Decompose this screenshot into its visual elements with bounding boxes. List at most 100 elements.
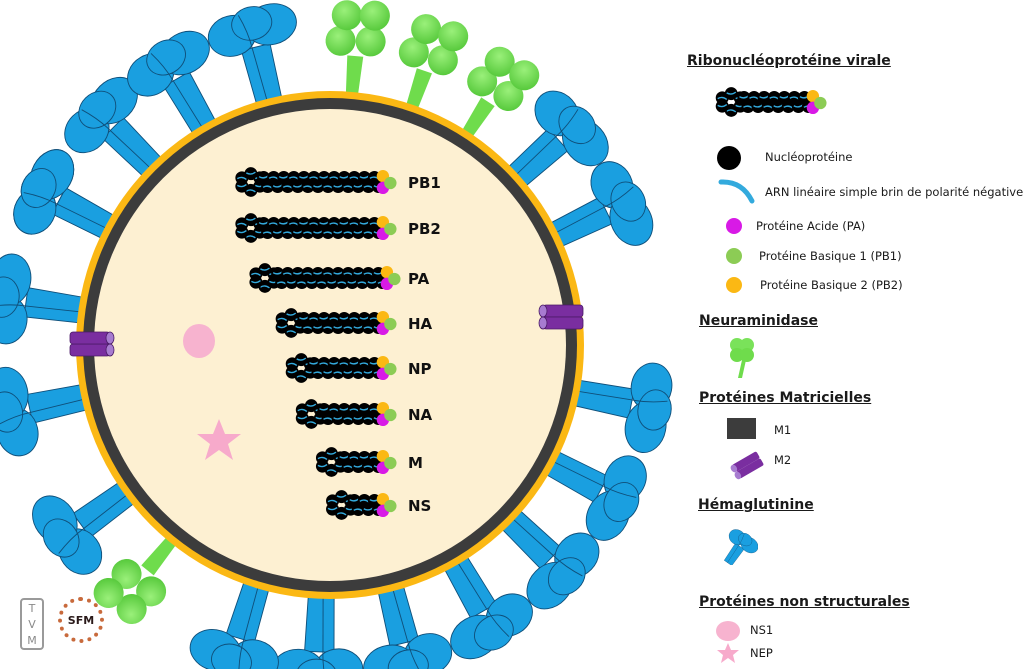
hemagglutinin-spike (566, 348, 680, 457)
rna-strand (717, 96, 728, 100)
rnp-segment (315, 447, 397, 477)
segment-label-ns: NS (408, 497, 431, 515)
rna-strand (245, 235, 256, 239)
segment-label-np: NP (408, 360, 432, 378)
nucleoprotein-bead (787, 90, 801, 104)
rna-strand (287, 362, 298, 366)
nucleoprotein-bead (747, 90, 761, 104)
nep-protein (197, 419, 241, 460)
nucleoprotein-bead (715, 99, 729, 113)
rna-strand (277, 325, 288, 329)
rna-strand (789, 96, 800, 100)
nucleoprotein-bead (724, 103, 738, 117)
rna-strand (306, 403, 317, 407)
legend-label-m1: M1 (774, 423, 792, 437)
legend-label-rna: ARN linéaire simple brin de polarité nég… (765, 185, 1024, 199)
rnp-legend-icon (715, 87, 827, 117)
rna-strand (803, 105, 814, 109)
legend-label-pa: Protéine Acide (PA) (756, 219, 866, 233)
rnp-segment (295, 399, 397, 429)
pa-icon (726, 218, 742, 234)
pb1-subunit (384, 408, 397, 422)
rna-strand (726, 109, 737, 113)
rna-strand (297, 408, 308, 412)
sfm-logo: SFM (58, 597, 104, 643)
rnp-segment (249, 263, 401, 293)
ns1-protein (183, 324, 215, 358)
nucleoprotein-icon (717, 146, 741, 170)
rna-strand (287, 370, 298, 374)
rna-strand (753, 104, 764, 108)
rnp-segment (275, 308, 397, 338)
nucleoprotein-bead (733, 99, 747, 113)
rna-strand (245, 217, 256, 221)
pa-subunit (806, 101, 820, 115)
rna-strand (763, 105, 774, 109)
pb1-subunit (384, 176, 397, 190)
m2-icon (730, 451, 764, 480)
rna-strand (749, 96, 760, 100)
rna-strand (759, 95, 770, 99)
nucleoprotein-bead (761, 100, 775, 114)
pb1-subunit (384, 362, 397, 376)
rna-strand (260, 285, 270, 289)
nucleoprotein-bead (724, 87, 738, 101)
rna-strand (717, 104, 728, 108)
nucleoprotein-bead (757, 90, 771, 104)
rnp-segment (235, 213, 397, 243)
rna-strand (743, 105, 753, 109)
rna-strand (297, 416, 308, 420)
pb1-subunit (388, 272, 401, 286)
rna-strand (735, 104, 746, 108)
nucleoprotein-bead (751, 100, 765, 114)
rna-strand (769, 96, 780, 100)
legend-label-nucleoprotein: Nucléoprotéine (765, 150, 853, 164)
rna-strand (317, 464, 328, 468)
rna-strand (735, 96, 746, 100)
rna-strand (327, 499, 338, 503)
rna-icon (718, 179, 755, 204)
nep-icon (717, 643, 739, 663)
rna-strand (296, 357, 307, 361)
legend-heading-nonstructural: Protéines non structurales (699, 594, 910, 610)
m1-icon (727, 418, 756, 439)
tvm-logo-letter: T (28, 601, 36, 615)
legend-label-ns1: NS1 (750, 623, 774, 637)
pb1-subunit (384, 499, 397, 513)
pb1-subunit (814, 96, 827, 110)
ns1-icon (716, 621, 740, 641)
rna-strand (260, 267, 270, 271)
segment-label-ha: HA (408, 315, 433, 333)
nucleoprotein-bead (801, 100, 815, 114)
rna-strand (236, 230, 247, 234)
rna-strand (286, 330, 297, 334)
segment-label-pb2: PB2 (408, 220, 441, 238)
rna-strand (286, 312, 297, 316)
legend-label-pb1: Protéine Basique 1 (PB1) (759, 249, 902, 263)
rna-strand (793, 104, 804, 108)
pb2-subunit (806, 89, 820, 103)
nucleoprotein-bead (771, 100, 785, 114)
sfm-logo-text: SFM (67, 613, 95, 627)
pb2-icon (726, 277, 742, 293)
nucleoprotein-bead (715, 91, 729, 105)
segment-label-pb1: PB1 (408, 174, 441, 192)
rna-strand (245, 171, 256, 175)
legend-label-pb2: Protéine Basique 2 (PB2) (760, 278, 903, 292)
rna-strand (251, 272, 261, 276)
segment-label-na: NA (408, 406, 433, 424)
rna-strand (326, 469, 337, 473)
hemagglutinin-icon (714, 525, 758, 565)
rna-strand (326, 451, 337, 455)
rna-strand (799, 95, 810, 99)
hemagglutinin-spike (271, 592, 366, 669)
rna-strand (317, 456, 328, 460)
nucleoprotein-bead (767, 90, 781, 104)
legend-heading-hemagglutinin: Hémaglutinine (698, 497, 814, 513)
pb1-icon (726, 248, 742, 264)
neuraminidase-icon (730, 338, 754, 378)
rna-strand (277, 317, 288, 321)
rnp-segment (235, 167, 397, 197)
rnp-segment (285, 353, 397, 383)
